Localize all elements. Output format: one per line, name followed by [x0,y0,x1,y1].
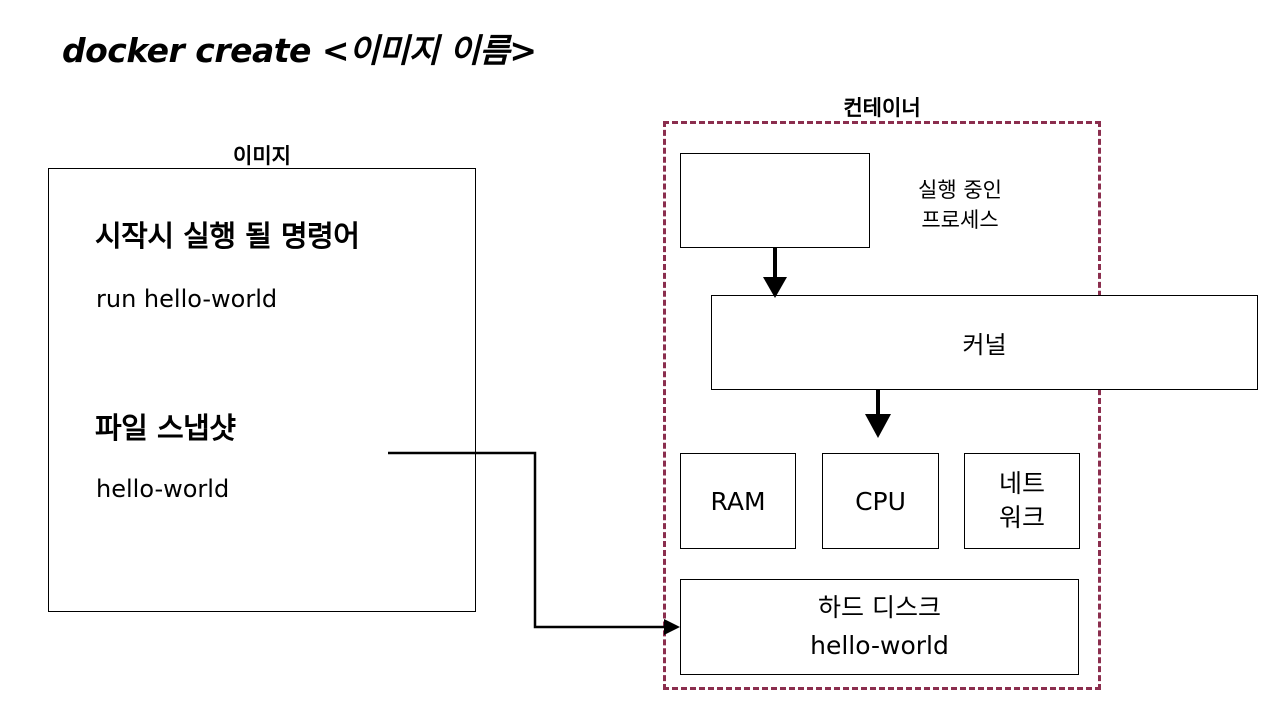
hard-disk-label-line2: hello-world [810,631,949,660]
cpu-box: CPU [822,453,939,549]
network-box: 네트 워크 [964,453,1080,549]
image-box: 시작시 실행 될 명령어 run hello-world 파일 스냅샷 hell… [48,168,476,612]
network-label-line1: 네트 [998,469,1045,498]
file-snapshot-heading: 파일 스냅샷 [95,411,236,445]
startup-command-value: run hello-world [96,285,278,313]
cpu-label: CPU [855,486,906,516]
process-to-kernel-arrowhead [763,277,787,298]
hard-disk-box: 하드 디스크 hello-world [680,579,1079,675]
network-label-line2: 워크 [998,503,1045,532]
container-box [663,121,1101,690]
snapshot-to-disk-arrowhead [664,619,680,635]
container-box-label: 컨테이너 [843,96,921,120]
startup-command-heading: 시작시 실행 될 명령어 [95,219,360,253]
image-box-label: 이미지 [233,144,291,168]
file-snapshot-value: hello-world [96,475,230,503]
diagram-title: docker create <이미지 이름> [62,31,537,70]
running-process-label: 실행 중인 프로세스 [900,175,1020,235]
snapshot-to-disk-arrow [388,451,668,629]
hard-disk-label-line1: 하드 디스크 [818,593,941,622]
ram-label: RAM [710,486,766,516]
running-process-box [680,153,870,248]
ram-box: RAM [680,453,796,549]
kernel-label: 커널 [962,331,1007,359]
kernel-to-resources-arrowhead [865,414,891,438]
kernel-box: 커널 [711,295,1258,390]
running-process-label-line1: 실행 중인 [918,178,1002,202]
running-process-label-line2: 프로세스 [921,208,999,232]
